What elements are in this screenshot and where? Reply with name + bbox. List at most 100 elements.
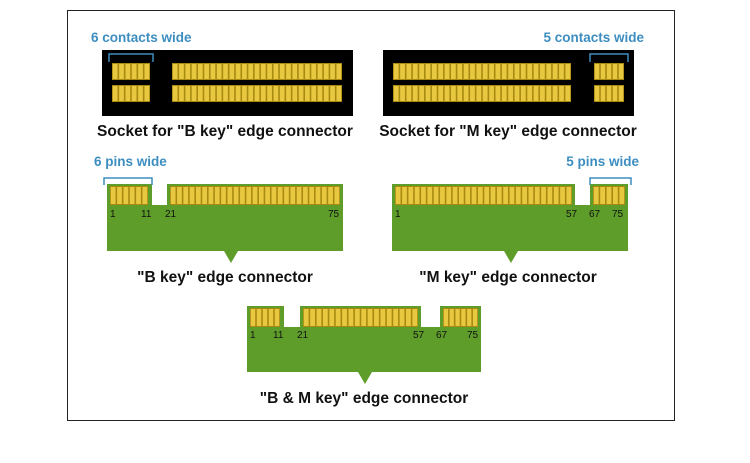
contact-pad xyxy=(534,187,540,204)
contact-pad xyxy=(170,187,176,204)
contact-pad xyxy=(172,86,178,101)
contact-pad xyxy=(393,86,399,101)
contact-pad xyxy=(258,187,264,204)
contact-pad xyxy=(553,187,559,204)
contact-strip xyxy=(593,186,625,205)
contact-pad xyxy=(503,187,508,204)
contact-pad xyxy=(386,309,392,326)
contact-pad xyxy=(336,86,342,101)
contact-pad xyxy=(470,64,475,79)
contact-strip xyxy=(393,85,571,102)
contact-pad xyxy=(606,86,612,101)
pin-number: 21 xyxy=(297,330,309,341)
contact-pad xyxy=(131,86,137,101)
pin-number: 1 xyxy=(250,330,256,341)
contact-pad xyxy=(336,64,342,79)
contact-pad xyxy=(305,64,310,79)
contact-pad xyxy=(323,86,329,101)
m-key-socket: 5 contacts wide Socket for "M key" edge … xyxy=(379,30,644,140)
contact-pad xyxy=(527,86,533,101)
contact-pad xyxy=(290,187,296,204)
contact-pad xyxy=(191,64,197,79)
contact-pad xyxy=(273,86,279,101)
socket-caption: Socket for "B key" edge connector xyxy=(97,123,353,140)
contact-pad xyxy=(606,64,612,79)
contact-pad xyxy=(235,64,241,79)
contact-pad xyxy=(427,187,433,204)
contact-pad xyxy=(179,64,184,79)
contact-pad xyxy=(520,86,526,101)
bm-key-connector: 1 11 21 57 67 75 "B & M key" edge connec… xyxy=(247,306,481,407)
contact-strip xyxy=(172,63,342,80)
contact-pad xyxy=(138,86,143,101)
contact-pad xyxy=(322,309,328,326)
contact-strip xyxy=(112,85,150,102)
contact-pad xyxy=(489,86,494,101)
contact-pad xyxy=(328,187,333,204)
contact-pad xyxy=(508,64,513,79)
contact-pad xyxy=(216,64,222,79)
contact-pad xyxy=(204,86,209,101)
contact-pad xyxy=(593,187,599,204)
contact-pad xyxy=(197,86,203,101)
contact-pad xyxy=(451,64,456,79)
contact-pad xyxy=(540,86,545,101)
contact-pad xyxy=(444,86,450,101)
contact-pad xyxy=(185,86,191,101)
contact-pad xyxy=(233,187,239,204)
contact-pad xyxy=(242,86,247,101)
contact-pad xyxy=(552,86,558,101)
contact-pad xyxy=(482,64,488,79)
contact-pad xyxy=(461,309,466,326)
contact-pad xyxy=(406,86,412,101)
contact-pad xyxy=(248,86,254,101)
contact-strip xyxy=(303,308,418,327)
contact-pad xyxy=(210,64,216,79)
contact-pad xyxy=(514,64,520,79)
contact-pad xyxy=(489,64,494,79)
contact-pad xyxy=(144,64,150,79)
pin-number: 75 xyxy=(612,209,624,220)
contact-strip-base xyxy=(112,85,150,102)
contact-pad xyxy=(296,187,302,204)
contact-pad xyxy=(242,64,247,79)
contact-pad xyxy=(395,187,401,204)
contact-pad xyxy=(208,187,214,204)
contact-pad xyxy=(515,187,521,204)
contact-pad xyxy=(471,187,477,204)
b-key-connector: 6 pins wide 1 11 21 75 "B key" edge conn… xyxy=(94,154,343,286)
contact-pad xyxy=(501,64,507,79)
contact-pad xyxy=(412,86,418,101)
contact-pad xyxy=(131,64,137,79)
contact-pad xyxy=(311,86,317,101)
contact-strip xyxy=(110,186,148,205)
contact-pad xyxy=(438,64,444,79)
contact-pad xyxy=(214,187,220,204)
contact-pad xyxy=(501,86,507,101)
pin-number: 11 xyxy=(273,330,284,341)
contact-pad xyxy=(419,86,424,101)
contact-pad xyxy=(393,309,399,326)
connector-width-label: 5 pins wide xyxy=(566,154,639,169)
contact-pad xyxy=(183,187,189,204)
contact-pad xyxy=(315,187,321,204)
contact-pad xyxy=(286,86,291,101)
contact-pad xyxy=(495,86,501,101)
contact-pad xyxy=(298,64,304,79)
contact-pad xyxy=(252,187,258,204)
contact-pad xyxy=(284,187,289,204)
contact-pad xyxy=(546,64,552,79)
contact-pad xyxy=(292,86,298,101)
contact-pad xyxy=(267,86,272,101)
contact-pad xyxy=(477,187,483,204)
contact-strip xyxy=(112,63,150,80)
contact-pad xyxy=(279,86,285,101)
width-bracket xyxy=(108,53,154,62)
contact-pad xyxy=(142,187,148,204)
contact-pad xyxy=(260,64,266,79)
connector-caption: "B key" edge connector xyxy=(137,269,313,286)
socket-width-label: 5 contacts wide xyxy=(543,30,644,45)
contact-pad xyxy=(202,187,207,204)
contact-pad xyxy=(268,309,274,326)
